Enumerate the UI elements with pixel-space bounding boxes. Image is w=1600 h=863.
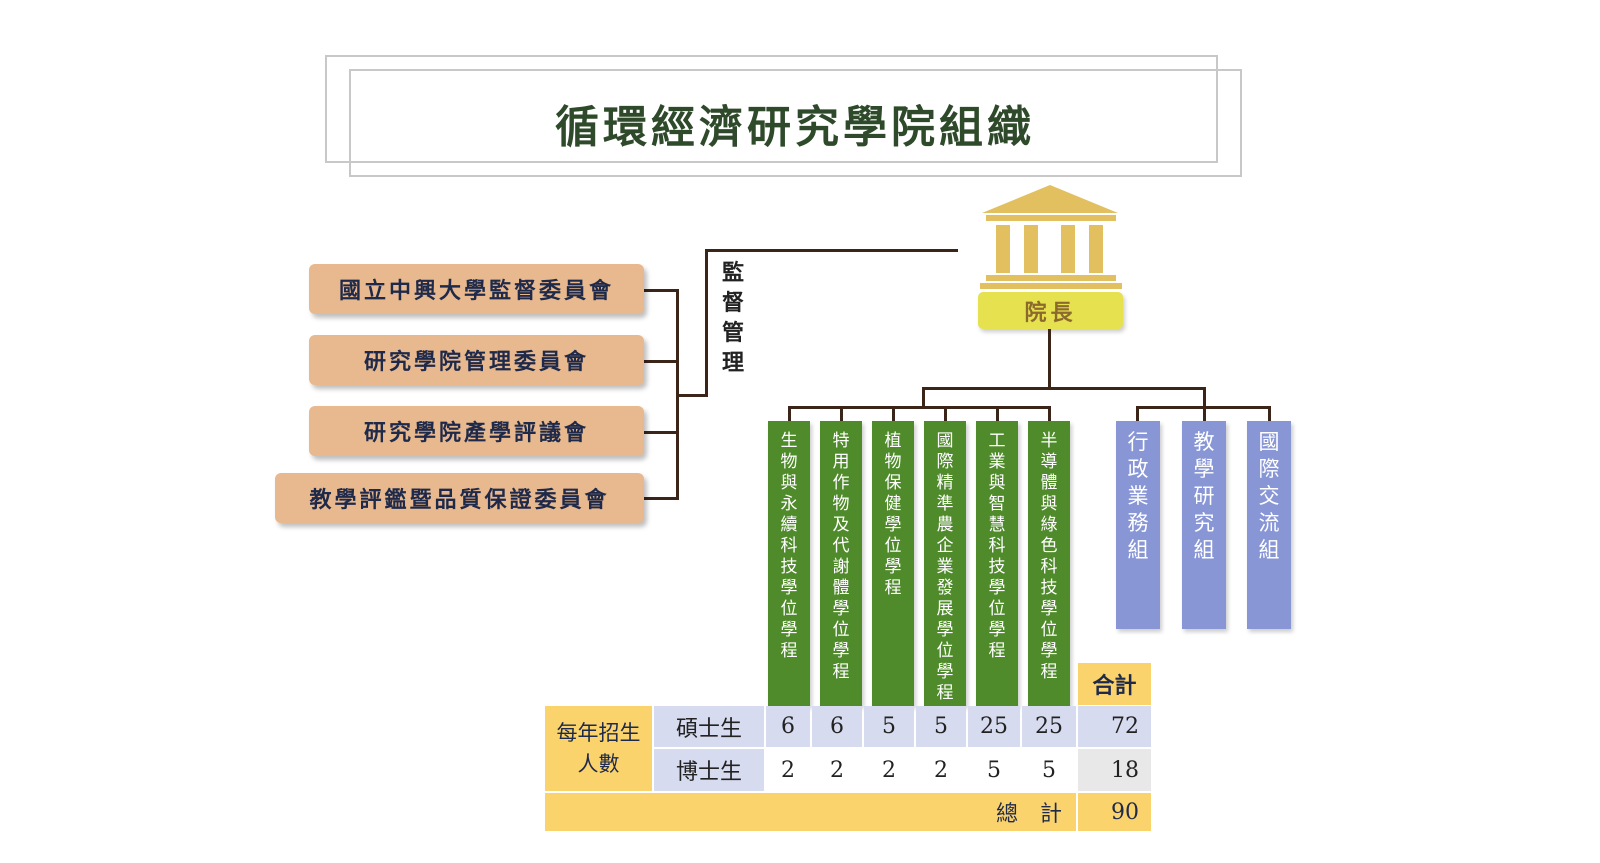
board-industry-council: 研究學院產學評議會 xyxy=(309,406,644,456)
row-label-masters: 碩士生 xyxy=(654,706,764,747)
connector-line xyxy=(644,431,678,434)
unit-international-exchange: 國際交流組 xyxy=(1247,421,1291,629)
connector-line xyxy=(705,249,708,397)
connector-line xyxy=(676,289,679,500)
table-cell: 5 xyxy=(1022,749,1076,791)
table-cell: 25 xyxy=(1022,706,1076,747)
connector-line xyxy=(644,360,678,363)
connector-line xyxy=(892,406,895,422)
board-management-committee: 研究學院管理委員會 xyxy=(309,335,644,385)
table-total-cell: 18 xyxy=(1078,749,1151,791)
table-cell: 6 xyxy=(812,706,862,747)
table-cell: 5 xyxy=(968,749,1020,791)
connector-line xyxy=(1136,406,1139,422)
table-cell: 5 xyxy=(916,706,966,747)
connector-line xyxy=(1203,387,1206,408)
program-semiconductor-green-tech: 半導體與綠色科技學位學程 xyxy=(1028,421,1070,706)
connector-line xyxy=(706,249,958,252)
program-industrial-smart-tech: 工業與智慧科技學位學程 xyxy=(976,421,1018,706)
grand-total-label: 總 計 xyxy=(545,793,1076,831)
row-group-label: 每年招生人數 xyxy=(545,706,652,791)
table-cell: 2 xyxy=(766,749,810,791)
dean-box: 院長 xyxy=(978,292,1123,329)
unit-teaching-research: 教學研究組 xyxy=(1182,421,1226,629)
supervision-label: 監督管理 xyxy=(721,260,744,376)
grand-total-value: 90 xyxy=(1078,793,1151,831)
total-header: 合計 xyxy=(1078,663,1151,705)
connector-line xyxy=(1048,406,1051,422)
connector-line xyxy=(644,289,678,292)
connector-line xyxy=(922,387,1205,390)
title-frame-back xyxy=(325,55,1218,163)
program-specialty-crops: 特用作物及代謝體學位學程 xyxy=(820,421,862,706)
board-quality-committee: 教學評鑑暨品質保證委員會 xyxy=(275,473,644,523)
building-columns-icon xyxy=(980,185,1122,289)
table-total-cell: 72 xyxy=(1078,706,1151,747)
connector-line xyxy=(944,406,947,422)
row-label-doctoral: 博士生 xyxy=(654,749,764,791)
connector-line xyxy=(676,394,708,397)
connector-line xyxy=(1048,329,1051,389)
connector-line xyxy=(788,406,1051,409)
connector-line xyxy=(1203,406,1206,422)
connector-line xyxy=(788,406,791,422)
board-supervisory-committee: 國立中興大學監督委員會 xyxy=(309,264,644,314)
table-cell: 2 xyxy=(864,749,914,791)
table-cell: 5 xyxy=(864,706,914,747)
program-plant-health: 植物保健學位學程 xyxy=(872,421,914,706)
connector-line xyxy=(922,387,925,408)
connector-line xyxy=(996,406,999,422)
unit-administration: 行政業務組 xyxy=(1116,421,1160,629)
table-cell: 25 xyxy=(968,706,1020,747)
program-precision-agribusiness: 國際精準農企業發展學位學程 xyxy=(924,421,966,706)
table-cell: 2 xyxy=(812,749,862,791)
table-cell: 2 xyxy=(916,749,966,791)
connector-line xyxy=(840,406,843,422)
connector-line xyxy=(1268,406,1271,422)
table-cell: 6 xyxy=(766,706,810,747)
page-title: 循環經濟研究學院組織 xyxy=(555,101,1035,153)
connector-line xyxy=(644,497,678,500)
title-frame-front xyxy=(349,69,1242,177)
program-bio-sustainability: 生物與永續科技學位學程 xyxy=(768,421,810,706)
